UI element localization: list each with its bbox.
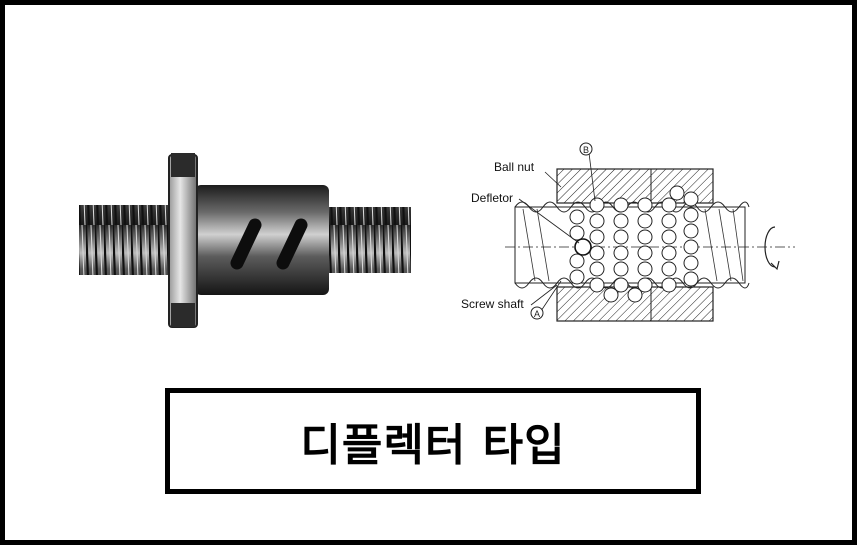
screw-shaft-left bbox=[79, 205, 169, 275]
caption-title: 디플렉터 타입 bbox=[300, 420, 566, 471]
marker-b-label: B bbox=[583, 145, 589, 155]
screw-shaft-label: Screw shaft bbox=[461, 297, 524, 311]
ball-screw-diagram: B A bbox=[505, 142, 795, 322]
marker-a-label: A bbox=[534, 309, 540, 319]
screw-shaft-right bbox=[317, 207, 411, 273]
deflector-slot bbox=[230, 218, 262, 270]
nut-body bbox=[195, 185, 329, 295]
deflector-label: Defletor bbox=[471, 191, 514, 205]
marker-a-circle bbox=[530, 306, 544, 320]
marker-b-circle bbox=[579, 142, 593, 156]
screw-shaft-outline bbox=[514, 206, 746, 284]
balls bbox=[569, 185, 699, 303]
caption-box: 디플렉터 타입 bbox=[165, 388, 701, 494]
nut-flange bbox=[168, 154, 198, 328]
ball-nut-bottom bbox=[556, 286, 714, 322]
ball-screw-photo bbox=[79, 153, 411, 328]
rotation-arrow bbox=[764, 226, 776, 268]
deflector-slot bbox=[276, 218, 308, 270]
ball-nut-label: Ball nut bbox=[494, 160, 535, 174]
ball-nut-top bbox=[556, 168, 714, 204]
